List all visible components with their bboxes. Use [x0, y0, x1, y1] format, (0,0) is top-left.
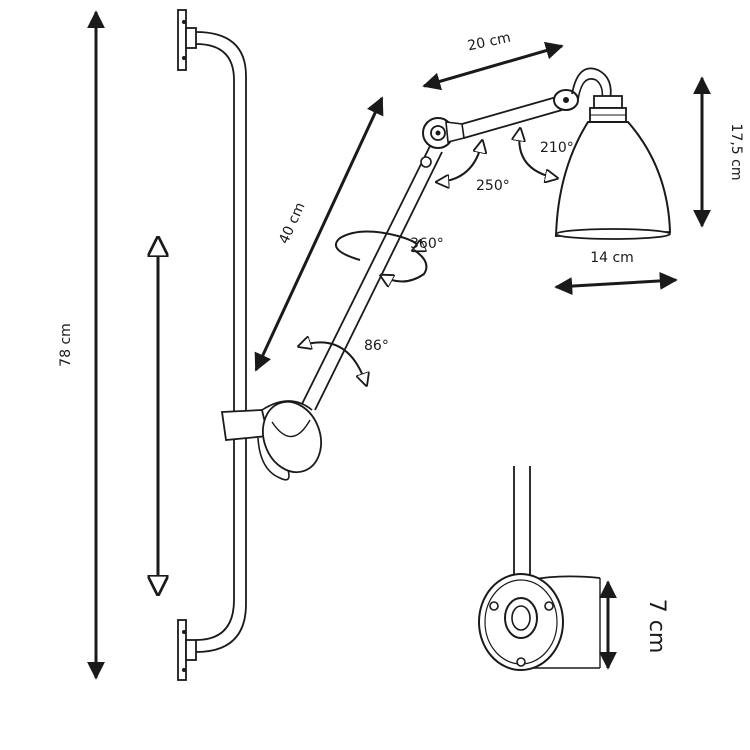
base-tilt-label: 86°: [364, 338, 389, 354]
lamp-shade: [554, 95, 672, 240]
base-plate-label: 7 cm: [644, 599, 669, 654]
upper-arm: [461, 95, 563, 139]
arm-length-dimension: 40 cm: [254, 96, 384, 372]
wall-rail: [177, 9, 247, 681]
elbow-rotation-indicator: 250°: [438, 142, 510, 194]
shade-tilt-rotation-indicator: 210°: [519, 130, 574, 178]
base-plate-detail: [478, 466, 601, 671]
arm-spin-label: 360°: [410, 236, 444, 252]
total-height-label: 78 cm: [58, 323, 74, 367]
base-plate-dimension: 7 cm: [599, 580, 669, 670]
long-arm: [301, 145, 443, 411]
arm-length-label: 40 cm: [276, 200, 308, 246]
shade-joint: [553, 67, 612, 111]
lower-joint: [262, 400, 322, 474]
elbow-rotation-label: 250°: [476, 178, 510, 194]
total-height-dimension: 78 cm: [58, 10, 105, 680]
arm-spin-rotation-indicator: 360°: [335, 230, 444, 281]
elbow-joint: [422, 117, 465, 149]
shade-height-label: 17,5 cm: [728, 124, 744, 181]
shade-tilt-label: 210°: [540, 140, 574, 156]
upper-arm-label: 20 cm: [466, 30, 512, 55]
base-tilt-rotation-indicator: 86°: [300, 338, 389, 384]
shade-height-dimension: 17,5 cm: [693, 76, 744, 228]
upper-arm-dimension: 20 cm: [422, 30, 564, 91]
shade-width-dimension: 14 cm: [554, 250, 678, 296]
shade-width-label: 14 cm: [590, 250, 634, 266]
